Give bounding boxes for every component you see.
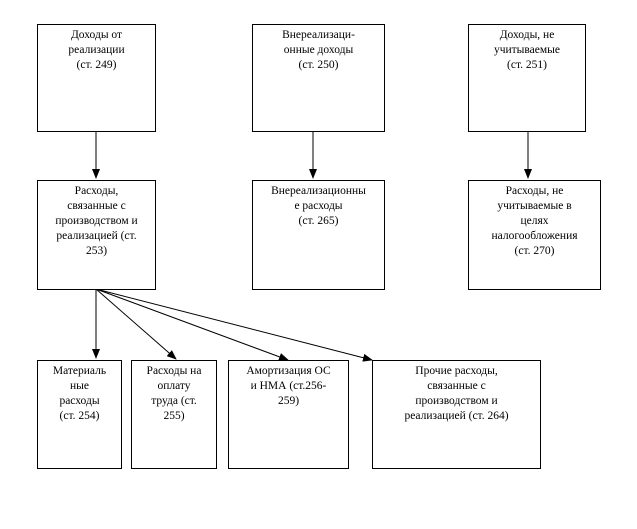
box-label: Материаль ные расходы (ст. 254) — [52, 365, 107, 422]
arrow-production-to-depreciation — [95, 288, 289, 361]
box-label: Расходы, не учитываемые в целях налогооб… — [491, 185, 578, 257]
box-expenses-not-counted: Расходы, не учитываемые в целях налогооб… — [468, 180, 601, 290]
box-label: Доходы от реализации (ст. 249) — [68, 29, 125, 71]
box-other-expenses: Прочие расходы, связанные с производство… — [372, 360, 541, 469]
box-label: Внереализационны е расходы (ст. 265) — [271, 185, 366, 227]
box-label: Расходы, связанные с производством и реа… — [55, 185, 138, 257]
box-label: Прочие расходы, связанные с производство… — [404, 365, 509, 422]
box-income-sales: Доходы от реализации (ст. 249) — [37, 24, 156, 132]
box-material-expenses: Материаль ные расходы (ст. 254) — [37, 360, 122, 469]
arrow-production-to-other — [95, 288, 373, 362]
box-income-nonoperating: Внереализаци- онные доходы (ст. 250) — [252, 24, 385, 132]
box-label: Амортизация ОС и НМА (ст.256- 259) — [246, 365, 331, 407]
box-income-not-counted: Доходы, не учитываемые (ст. 251) — [468, 24, 586, 132]
box-depreciation: Амортизация ОС и НМА (ст.256- 259) — [228, 360, 349, 469]
arrow-production-to-labor — [95, 288, 177, 360]
box-label: Расходы на оплату труда (ст. 255) — [146, 365, 202, 422]
box-expenses-production: Расходы, связанные с производством и реа… — [37, 180, 156, 290]
box-labor-expenses: Расходы на оплату труда (ст. 255) — [131, 360, 217, 469]
box-label: Доходы, не учитываемые (ст. 251) — [493, 29, 561, 71]
box-expenses-nonoperating: Внереализационны е расходы (ст. 265) — [252, 180, 385, 290]
box-label: Внереализаци- онные доходы (ст. 250) — [282, 29, 355, 71]
